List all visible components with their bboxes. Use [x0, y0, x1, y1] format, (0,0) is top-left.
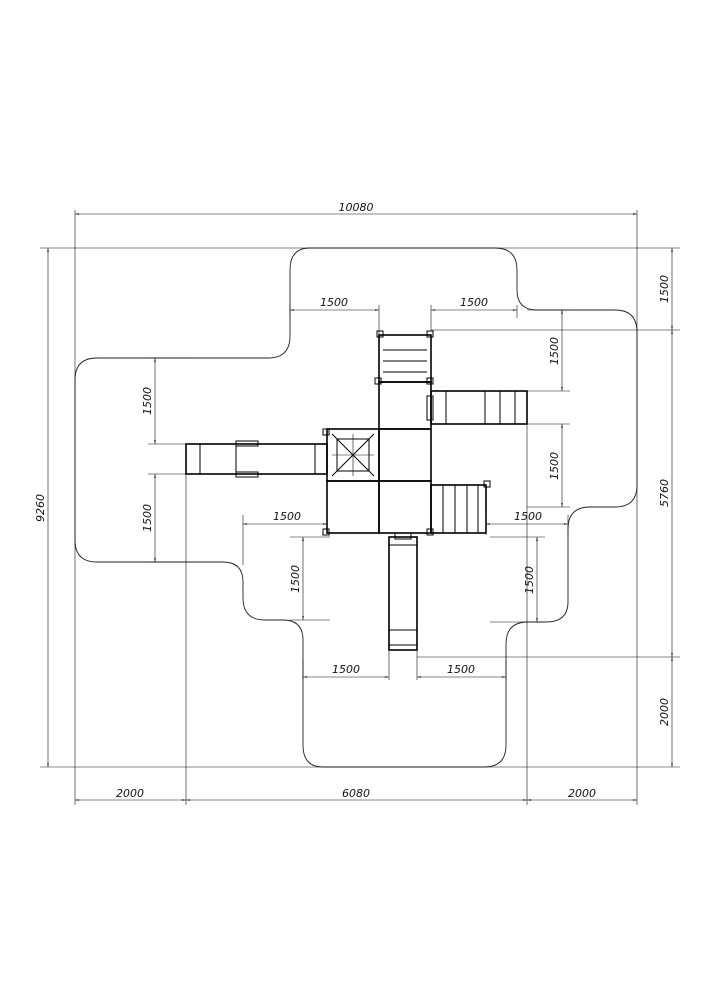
- dimension-arrows: [47, 213, 673, 801]
- dim-lower-left-vertical: 1500: [289, 565, 302, 593]
- dim-right-middle: 5760: [658, 479, 671, 507]
- dim-right-bottom: 2000: [658, 698, 671, 726]
- tower-upper: [378, 381, 432, 430]
- dim-right-top: 1500: [658, 275, 671, 303]
- dim-left-upper: 1500: [141, 387, 154, 415]
- tower-center: [378, 428, 432, 482]
- dim-bottom-left-gap: 1500: [332, 663, 360, 676]
- dimension-labels: 10080 9260 1500 5760 2000 2000 6080 2000…: [34, 201, 671, 800]
- top-ladder: [378, 334, 432, 383]
- left-slide: [185, 443, 328, 475]
- play-structure: [185, 330, 528, 651]
- tower-lower-left: [326, 480, 380, 534]
- dim-mid-right-horizontal: 1500: [514, 510, 542, 523]
- dim-overall-width: 10080: [339, 201, 374, 214]
- dim-right-inner-upper: 1500: [548, 337, 561, 365]
- bottom-slide: [388, 536, 418, 651]
- right-upper-bridge: [430, 390, 528, 425]
- dim-top-left-gap: 1500: [320, 296, 348, 309]
- dim-right-inner-lower: 1500: [548, 452, 561, 480]
- dim-top-right-gap: 1500: [460, 296, 488, 309]
- safety-zone-outline: [74, 247, 638, 768]
- dim-bottom-left: 2000: [116, 787, 144, 800]
- tower-lower-right: [378, 480, 432, 534]
- dim-bottom-right-gap: 1500: [447, 663, 475, 676]
- dim-bottom-middle: 6080: [342, 787, 370, 800]
- dim-mid-left-horizontal: 1500: [273, 510, 301, 523]
- dim-bottom-right: 2000: [568, 787, 596, 800]
- dim-lower-right-vertical: 1500: [523, 566, 536, 594]
- dim-overall-height: 9260: [34, 494, 47, 522]
- dim-left-lower: 1500: [141, 504, 154, 532]
- right-lower-ladder: [430, 484, 487, 534]
